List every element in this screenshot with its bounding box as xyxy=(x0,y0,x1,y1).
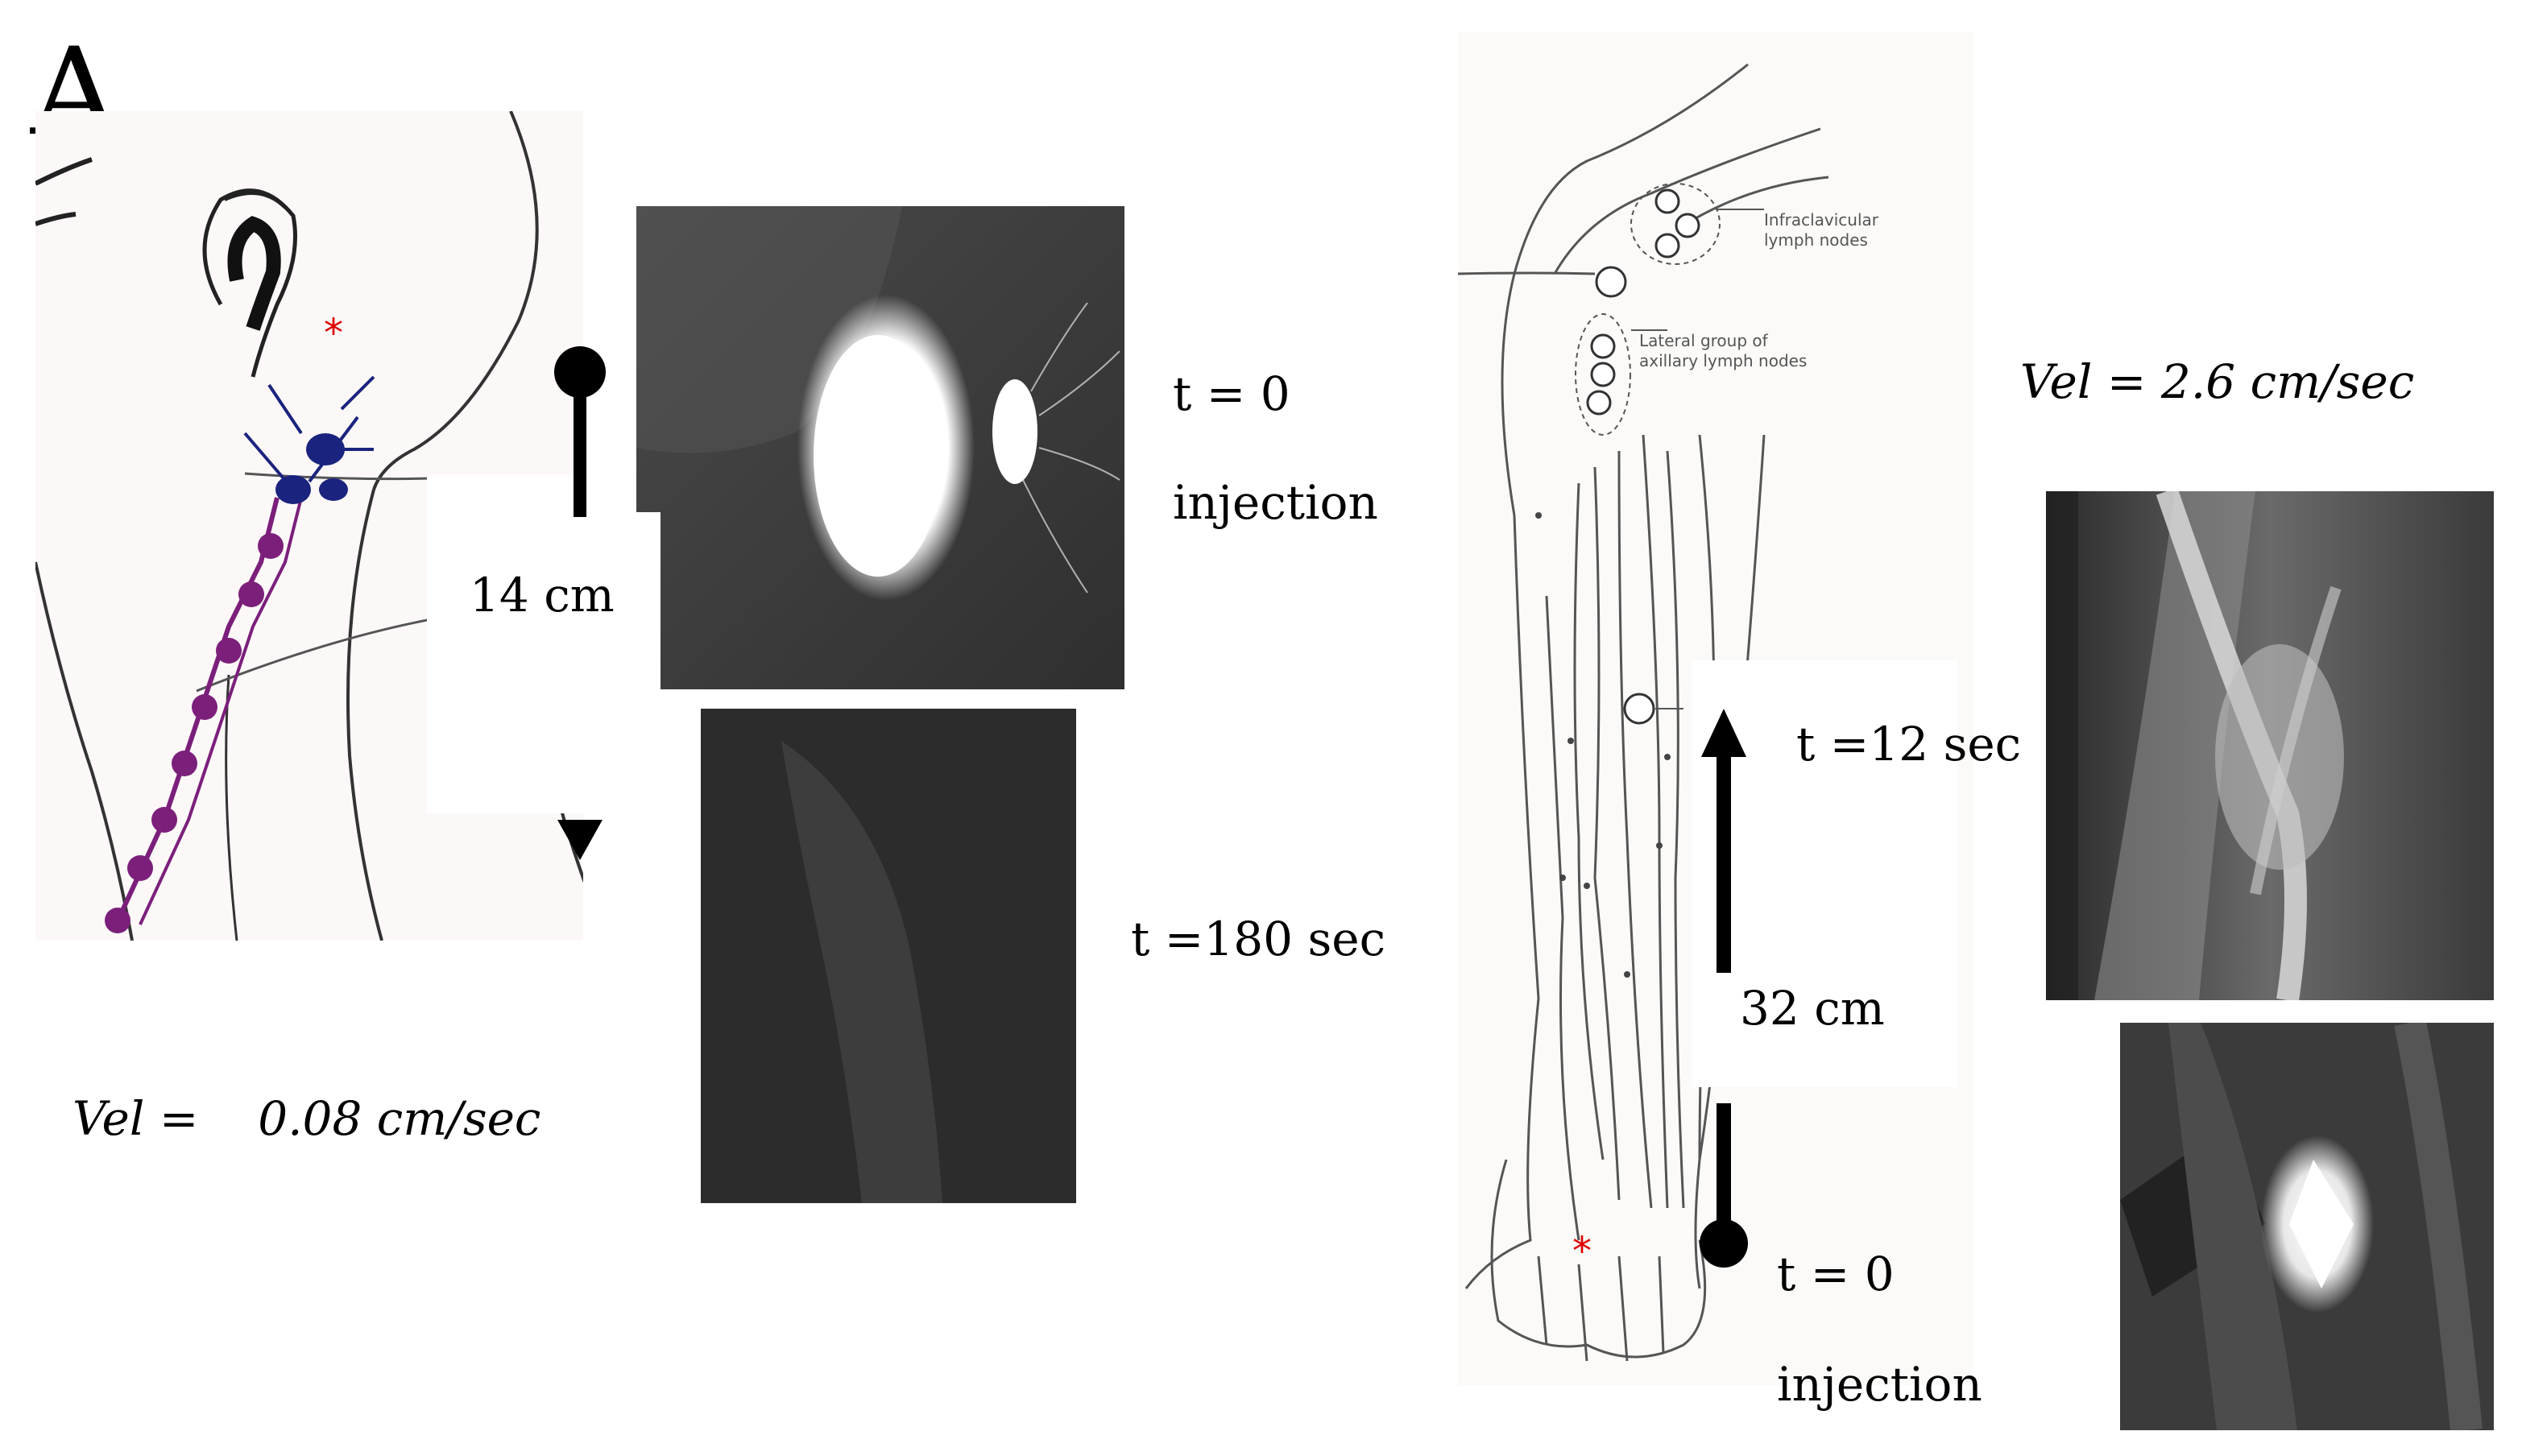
injection-site-marker-a: * xyxy=(324,311,343,356)
infraclavicular-label-line1: Infraclavicular xyxy=(1764,210,1879,230)
time-end-label-b: t =12 sec xyxy=(1796,717,2022,771)
time-start-label-a: t = 0 xyxy=(1173,366,1290,421)
distance-label-a: 14 cm xyxy=(470,568,615,623)
axillary-label-line1: Lateral group of xyxy=(1639,331,1769,350)
photo-a-notch xyxy=(636,512,661,697)
velocity-label-a: Vel = 0.08 cm/sec xyxy=(72,1091,541,1146)
scale-backdrop-b xyxy=(1692,660,1957,1087)
distance-scale-marker-b xyxy=(1692,709,1756,1272)
axillary-label-line2: axillary lymph nodes xyxy=(1639,351,1807,370)
distance-scale-marker-a xyxy=(548,338,612,870)
fluorescence-image-t0-a xyxy=(636,206,1124,689)
time-start-label-b: t = 0 xyxy=(1777,1247,1895,1301)
velocity-label-b: Vel = 2.6 cm/sec xyxy=(2020,354,2415,409)
distance-label-b: 32 cm xyxy=(1740,981,1885,1036)
injection-label-a: injection xyxy=(1173,475,1378,530)
injection-site-marker-b: * xyxy=(1572,1229,1592,1274)
injection-label-b: injection xyxy=(1777,1357,1982,1412)
fluorescence-image-t12-b xyxy=(2046,491,2494,1000)
infraclavicular-label-line2: lymph nodes xyxy=(1764,230,1868,250)
fluorescence-image-t180-a xyxy=(701,709,1076,1203)
fluorescence-image-t0-b xyxy=(2120,1023,2494,1430)
time-end-label-a: t =180 sec xyxy=(1131,912,1386,966)
distance-label-backdrop xyxy=(427,475,669,813)
